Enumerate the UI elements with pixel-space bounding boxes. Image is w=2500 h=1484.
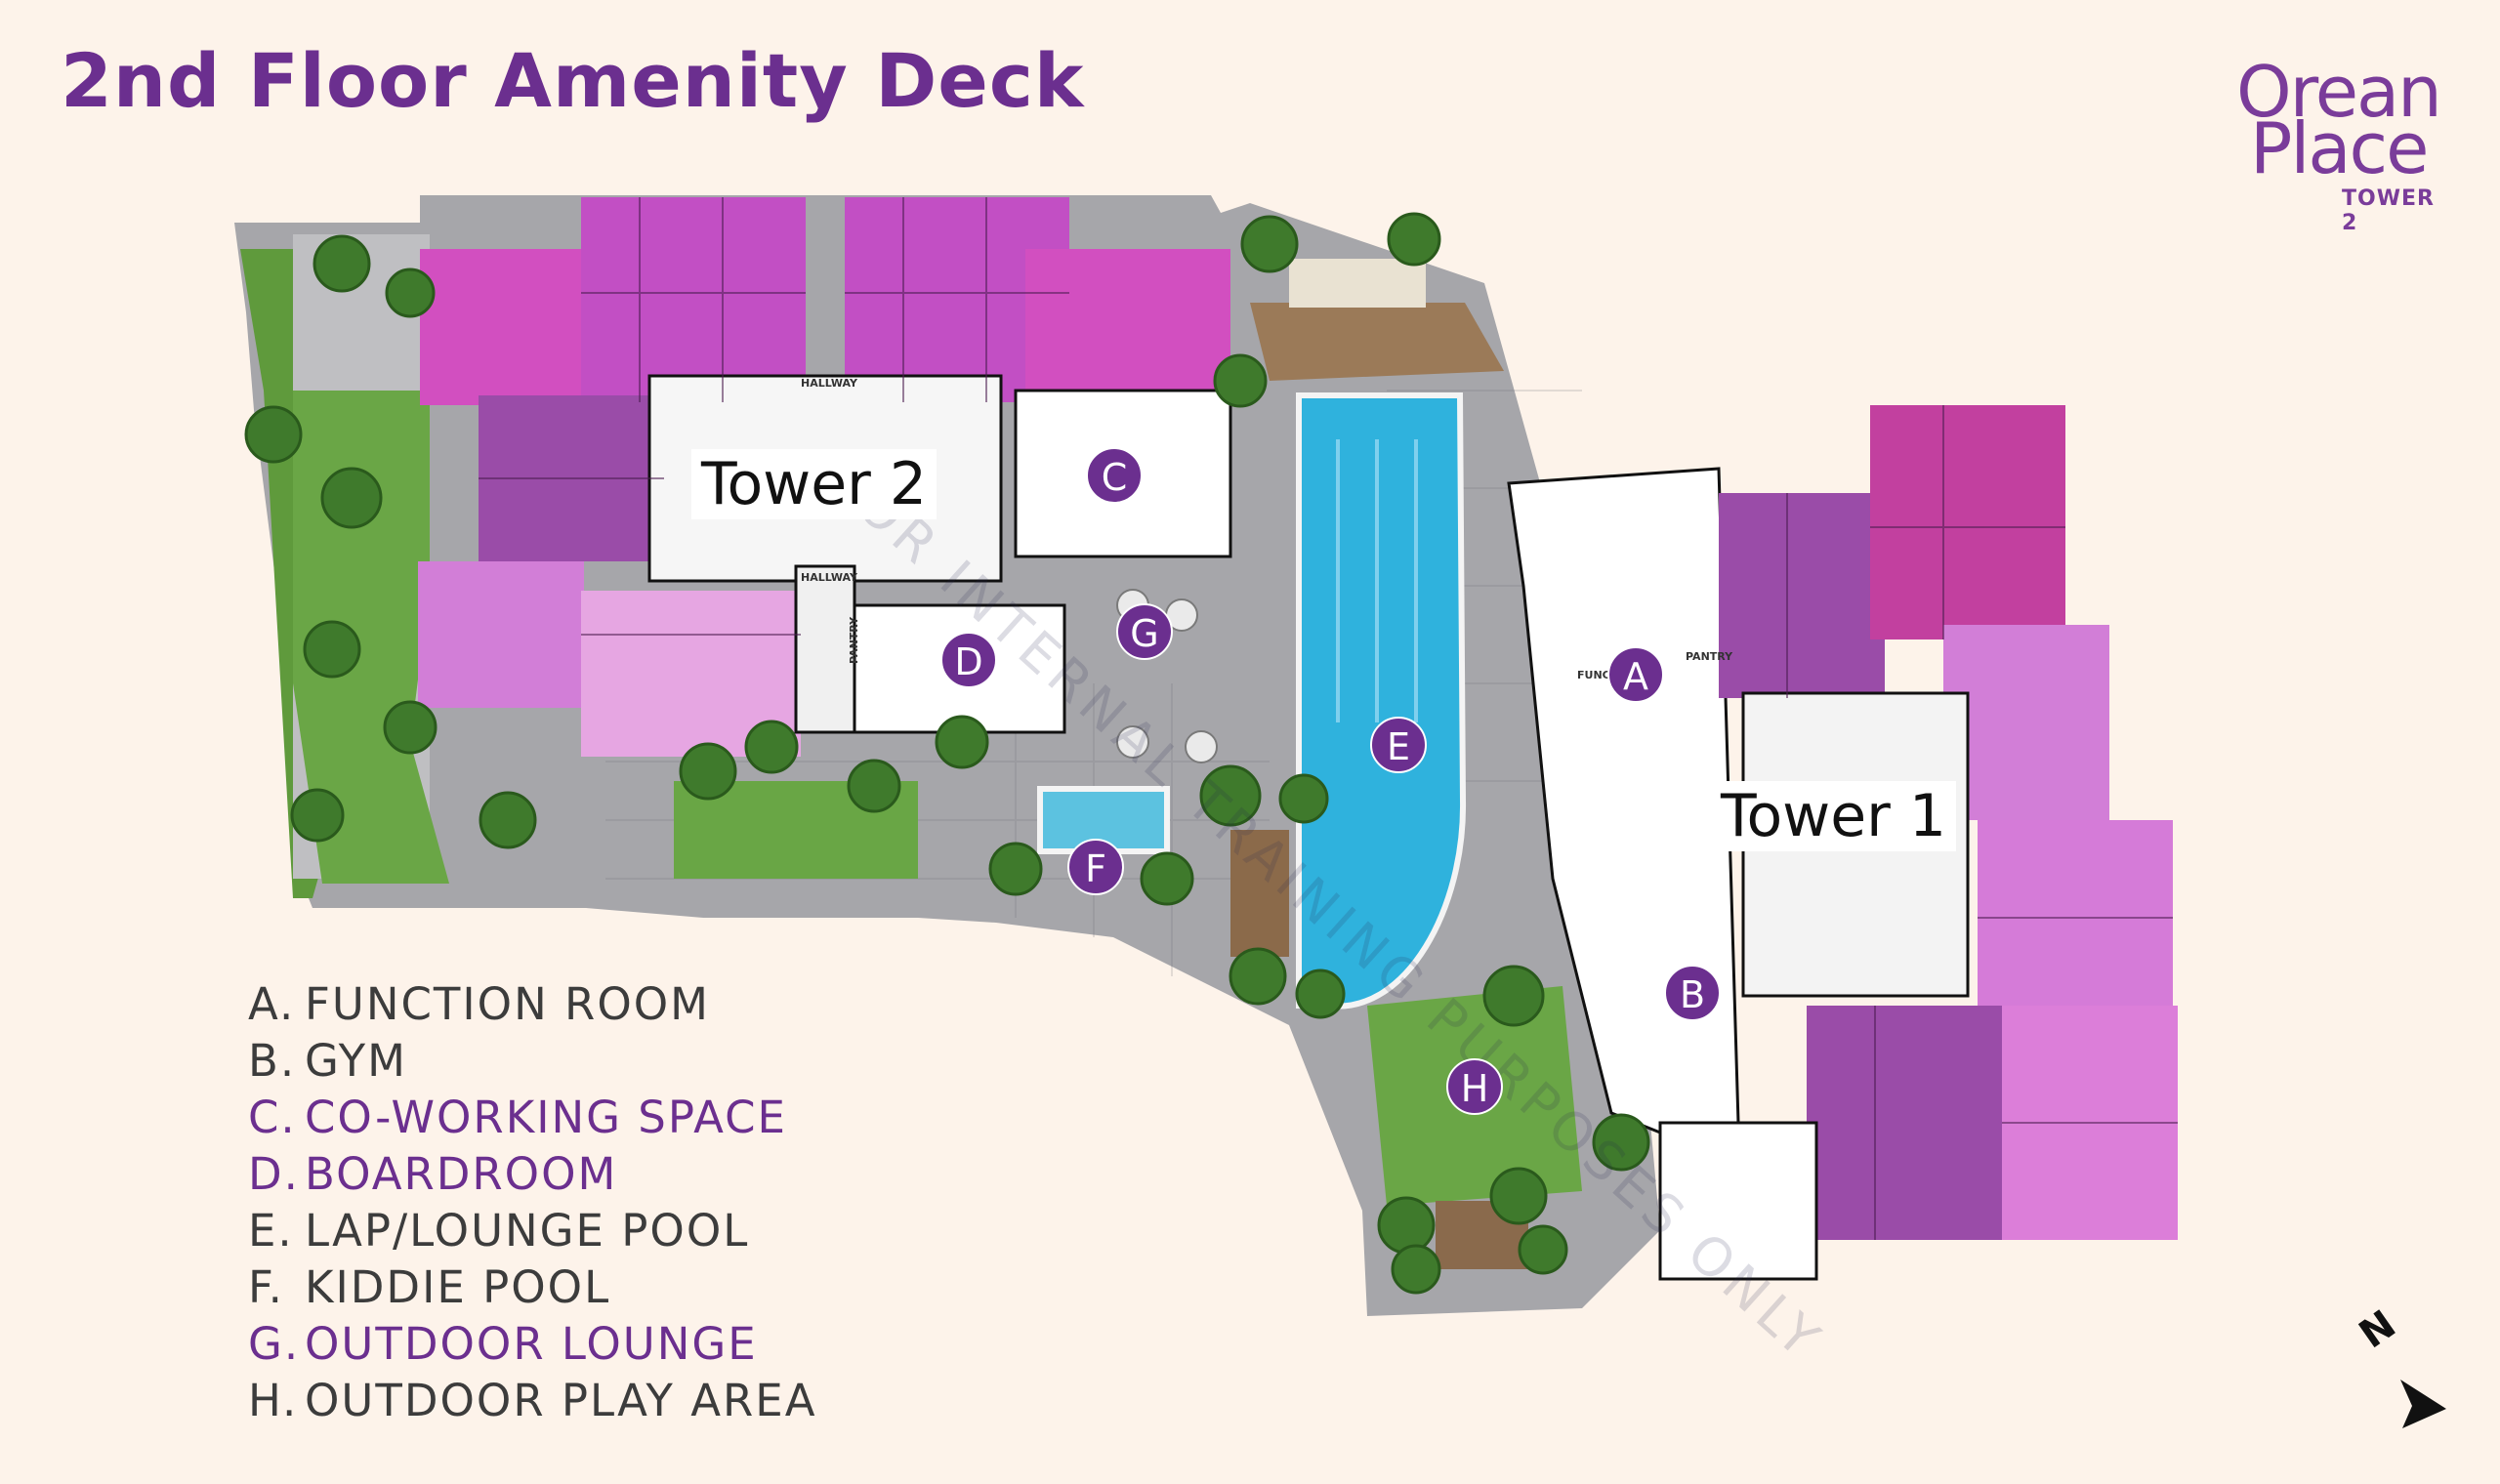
- page-title: 2nd Floor Amenity Deck: [61, 37, 1085, 124]
- tower1-service: [1658, 1121, 1818, 1281]
- trees: [244, 212, 1650, 1295]
- tower1-label: Tower 1: [1711, 781, 1957, 851]
- legend-item-c: C.CO-WORKING SPACE: [248, 1092, 787, 1143]
- brand-line2: Place: [2250, 107, 2429, 189]
- legend-item-f: F.KIDDIE POOL: [248, 1261, 611, 1313]
- func-label: FUNC: [1577, 669, 1610, 681]
- legend: A.FUNCTION ROOM B.GYM C.CO-WORKING SPACE…: [248, 976, 817, 1429]
- marker-c[interactable]: C: [1086, 447, 1143, 504]
- tower2-unit-ne: [1025, 249, 1230, 405]
- marker-h[interactable]: H: [1446, 1058, 1503, 1115]
- pantry-label-d: PANTRY: [848, 616, 860, 664]
- unit-lines: [479, 197, 2178, 1240]
- tower2-unit-sw: [418, 561, 584, 708]
- north-arrow: N: [2344, 1302, 2461, 1440]
- compass-arrow-icon: [2400, 1380, 2446, 1428]
- tower1-unit-e: [1943, 625, 2109, 820]
- marker-f[interactable]: F: [1067, 839, 1124, 895]
- brand-tower: TOWER 2: [2342, 186, 2435, 235]
- brand-line1: Orean: [2236, 51, 2442, 133]
- marker-a[interactable]: A: [1607, 646, 1664, 703]
- pool-lanes: [1336, 439, 1418, 722]
- brand-logo: Orean Place TOWER 2: [2227, 47, 2451, 235]
- tower1-unit-s: [1807, 1006, 2002, 1240]
- marker-e[interactable]: E: [1370, 717, 1427, 773]
- tower1-unit-nw: [1719, 493, 1885, 698]
- marker-b[interactable]: B: [1664, 965, 1721, 1021]
- legend-item-b: B.GYM: [248, 1035, 407, 1087]
- legend-item-a: A.FUNCTION ROOM: [248, 978, 710, 1030]
- tower2-corridor: [794, 564, 856, 734]
- boardwalk: [1230, 830, 1289, 957]
- legend-item-g: G.OUTDOOR LOUNGE: [248, 1318, 758, 1370]
- hallway-label-top: HALLWAY: [801, 377, 857, 390]
- legend-item-h: H.OUTDOOR PLAY AREA: [248, 1375, 817, 1426]
- hallway-label-bottom: HALLWAY: [801, 571, 857, 584]
- tower1-unit-ne: [1870, 405, 2065, 639]
- legend-item-d: D.BOARDROOM: [248, 1148, 618, 1200]
- marker-d[interactable]: D: [940, 632, 997, 688]
- sunbeds: [1289, 259, 1426, 308]
- pantry-label-a: PANTRY: [1686, 650, 1733, 663]
- tower2-unit-n1: [581, 197, 806, 402]
- tower2-label: Tower 2: [691, 449, 938, 519]
- legend-item-e: E.LAP/LOUNGE POOL: [248, 1205, 750, 1257]
- north-deck: [1250, 303, 1504, 381]
- marker-g[interactable]: G: [1116, 603, 1173, 660]
